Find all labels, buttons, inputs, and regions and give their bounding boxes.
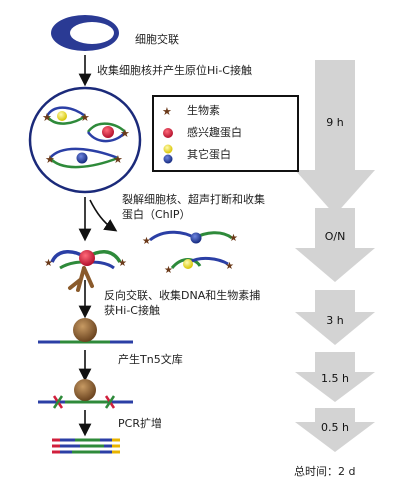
other-protein-legend-icon-blue xyxy=(163,154,173,164)
step-crosslink-label: 细胞交联 xyxy=(135,33,179,46)
duration-label-2: O/N xyxy=(324,230,346,243)
timeline-arrow-1-5h xyxy=(295,352,375,402)
duration-label-4: 1.5 h xyxy=(321,372,349,385)
legend-box: ★ xyxy=(152,95,299,172)
tn5-library xyxy=(38,379,133,409)
duration-label-5: 0.5 h xyxy=(321,421,349,434)
biotin-legend-icon: ★ xyxy=(162,105,172,118)
timeline-arrow-9h xyxy=(295,60,375,215)
step-chip-label-1: 裂解细胞核、超声打断和收集 xyxy=(122,193,265,206)
flow-arrows xyxy=(78,55,118,437)
nucleus-icon: ★ ★ ★ ★ ★ xyxy=(28,86,142,194)
cell-icon xyxy=(51,15,119,51)
step-capture-label-1: 反向交联、收集DNA和生物素捕 xyxy=(104,289,261,302)
svg-text:★: ★ xyxy=(44,258,53,269)
svg-text:★: ★ xyxy=(42,111,52,124)
duration-label-1: 9 h xyxy=(326,116,344,129)
svg-text:★: ★ xyxy=(45,153,55,166)
total-time-label: 总时间：2 d xyxy=(294,465,356,478)
legend-biotin-label: 生物素 xyxy=(187,104,220,117)
chip-complex: ★ ★ xyxy=(44,250,127,292)
released-loops: ★ ★ ★ ★ xyxy=(142,230,238,276)
pcr-products xyxy=(52,438,120,454)
step-pcr-label: PCR扩增 xyxy=(118,417,162,430)
svg-text:★: ★ xyxy=(225,261,234,272)
other-protein-legend-icon-yellow xyxy=(163,144,173,154)
legend-target-protein-label: 感兴趣蛋白 xyxy=(187,126,242,139)
svg-text:★: ★ xyxy=(142,236,151,247)
svg-text:★: ★ xyxy=(120,127,130,140)
bead-capture xyxy=(38,318,133,344)
timeline-arrow-3h xyxy=(295,290,375,345)
svg-text:★: ★ xyxy=(80,111,90,124)
timeline-arrow-0-5h xyxy=(295,408,375,452)
target-protein-legend-icon xyxy=(163,128,173,138)
step-nuclei-label: 收集细胞核并产生原位Hi-C接触 xyxy=(97,64,252,77)
duration-label-3: 3 h xyxy=(326,314,344,327)
svg-text:★: ★ xyxy=(118,258,127,269)
step-capture-label-2: 获Hi-C接触 xyxy=(104,304,160,317)
svg-text:★: ★ xyxy=(229,233,238,244)
step-chip-label-2: 蛋白（ChIP） xyxy=(122,208,191,221)
step-tn5-label: 产生Tn5文库 xyxy=(118,353,183,366)
legend-other-protein-label: 其它蛋白 xyxy=(187,148,231,161)
svg-text:★: ★ xyxy=(113,153,123,166)
svg-text:★: ★ xyxy=(164,265,173,276)
timeline-arrow-on xyxy=(295,208,375,282)
